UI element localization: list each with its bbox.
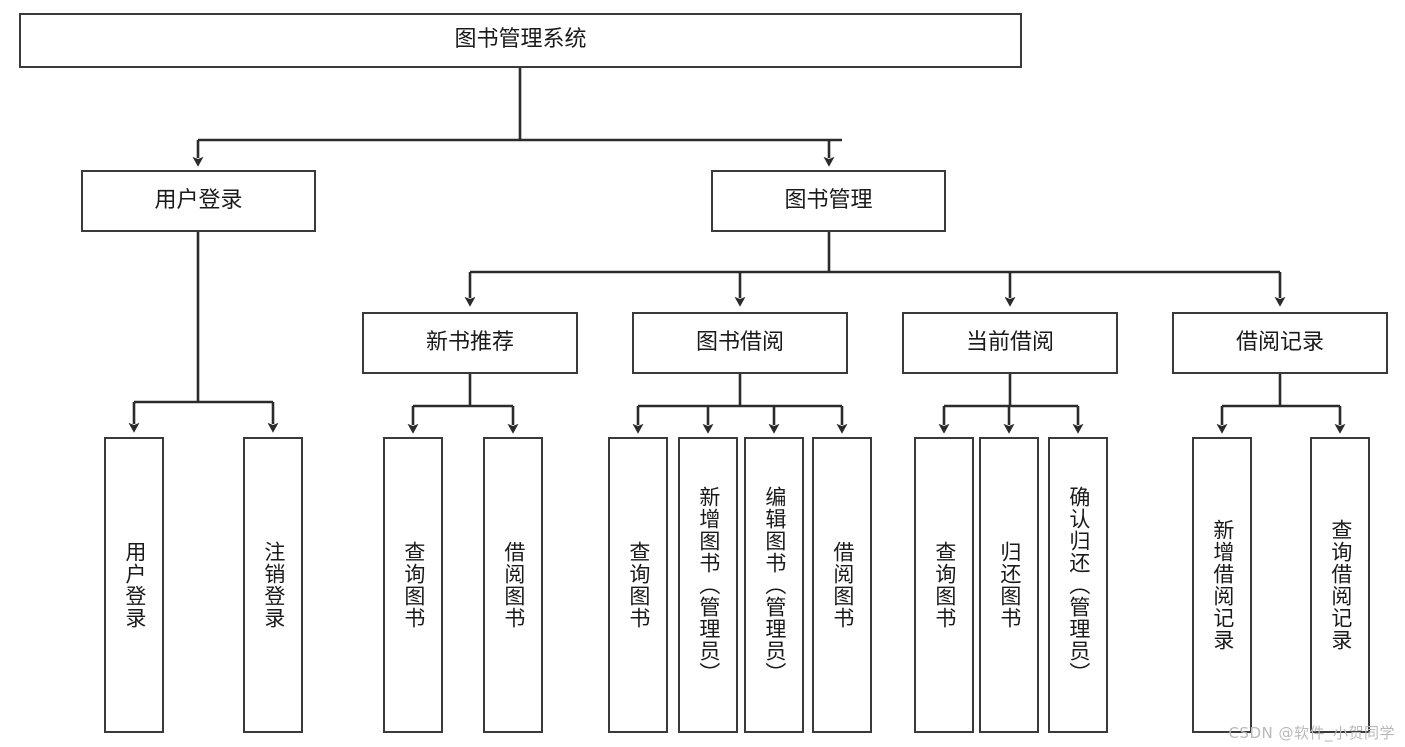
node-book-manage[interactable]: 图书管理 [711, 170, 946, 232]
node-root-图书管理系统[interactable]: 图书管理系统 [19, 13, 1022, 68]
node-label: 新书推荐 [425, 329, 514, 355]
node-leaf-query-book-1[interactable]: 查询图书 [383, 437, 443, 733]
node-label: 图书借阅 [695, 329, 784, 355]
node-label: 查询图书 [401, 541, 426, 629]
node-label: 借阅记录 [1235, 329, 1324, 355]
node-label: 注销登录 [261, 541, 286, 629]
node-label: 借阅图书 [830, 541, 855, 629]
node-book-borrow[interactable]: 图书借阅 [632, 312, 848, 374]
node-label: 用户登录 [122, 541, 147, 629]
node-label: 归还图书 [997, 541, 1022, 629]
node-label: 新增图书（管理员） [696, 486, 721, 684]
node-label: 查询借阅记录 [1328, 519, 1353, 651]
node-new-book-rec[interactable]: 新书推荐 [362, 312, 578, 374]
node-leaf-query-record[interactable]: 查询借阅记录 [1310, 437, 1370, 733]
node-leaf-edit-book[interactable]: 编辑图书（管理员） [744, 437, 804, 733]
node-leaf-query-book-3[interactable]: 查询图书 [914, 437, 974, 733]
node-label: 用户登录 [154, 187, 243, 213]
node-leaf-confirm-return[interactable]: 确认归还（管理员） [1048, 437, 1108, 733]
node-label: 图书管理 [784, 187, 873, 213]
watermark: CSDN @软件_小贺同学 [1228, 724, 1395, 742]
node-leaf-user-login[interactable]: 用户登录 [104, 437, 164, 733]
node-label: 确认归还（管理员） [1066, 486, 1091, 684]
node-label: 图书管理系统 [454, 27, 587, 53]
node-leaf-return-book[interactable]: 归还图书 [979, 437, 1039, 733]
node-leaf-add-book[interactable]: 新增图书（管理员） [678, 437, 738, 733]
node-user-login[interactable]: 用户登录 [81, 170, 316, 232]
node-label: 查询图书 [932, 541, 957, 629]
node-label: 新增借阅记录 [1210, 519, 1235, 651]
node-leaf-add-record[interactable]: 新增借阅记录 [1192, 437, 1252, 733]
node-label: 查询图书 [626, 541, 651, 629]
node-current-borrow[interactable]: 当前借阅 [902, 312, 1118, 374]
node-label: 编辑图书（管理员） [762, 486, 787, 684]
node-leaf-query-book-2[interactable]: 查询图书 [608, 437, 668, 733]
node-leaf-borrow-book-2[interactable]: 借阅图书 [812, 437, 872, 733]
node-label: 借阅图书 [501, 541, 526, 629]
node-borrow-record[interactable]: 借阅记录 [1172, 312, 1388, 374]
node-leaf-borrow-book-1[interactable]: 借阅图书 [483, 437, 543, 733]
node-leaf-user-logout[interactable]: 注销登录 [243, 437, 303, 733]
node-label: 当前借阅 [965, 329, 1054, 355]
